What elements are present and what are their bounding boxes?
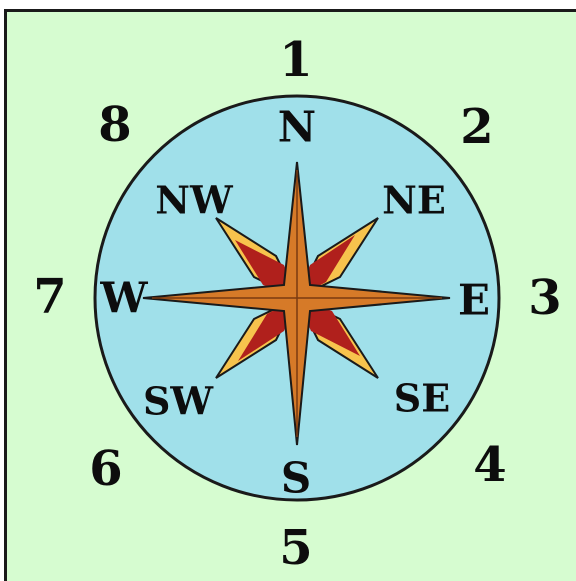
point-number-5: 5 xyxy=(279,520,312,576)
point-number-7: 7 xyxy=(33,269,66,325)
direction-label-w: W xyxy=(99,274,148,323)
direction-label-sw: SW xyxy=(143,379,214,424)
point-number-8: 8 xyxy=(98,97,131,153)
point-number-2: 2 xyxy=(460,99,493,155)
direction-label-e: E xyxy=(458,276,490,325)
point-number-6: 6 xyxy=(89,441,122,497)
direction-label-n: N xyxy=(278,103,316,152)
point-number-1: 1 xyxy=(279,32,312,88)
direction-label-nw: NW xyxy=(155,178,234,223)
direction-label-s: S xyxy=(281,454,311,503)
point-number-3: 3 xyxy=(528,270,561,326)
direction-label-ne: NE xyxy=(382,178,446,223)
direction-label-se: SE xyxy=(394,376,450,421)
point-number-4: 4 xyxy=(473,437,506,493)
